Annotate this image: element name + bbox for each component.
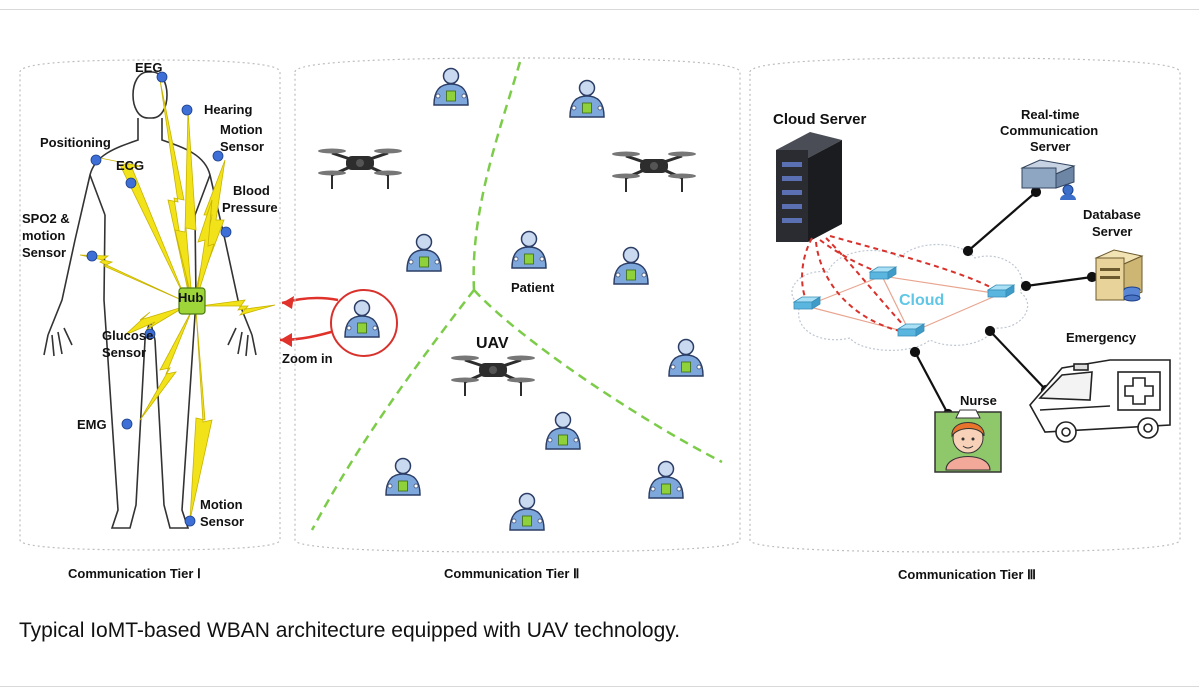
sensor-dots (86, 71, 232, 527)
label-hub: Hub (178, 290, 203, 305)
realtime-server-icon (1020, 159, 1076, 200)
sensor-motion-bottom (184, 515, 196, 527)
tier3-panel (749, 57, 1181, 553)
cloud-shape (791, 243, 1029, 351)
drone-icon (610, 150, 698, 194)
drone-icon (449, 354, 537, 398)
label-cloud-server: Cloud Server (773, 111, 867, 128)
top-rule (0, 9, 1199, 10)
label-uav: UAV (476, 335, 509, 352)
sensor-ecg (125, 177, 137, 189)
sensor-eeg (156, 71, 168, 83)
patient-icon (569, 79, 605, 118)
human-body-outline (43, 71, 257, 529)
label-emergency: Emergency (1066, 330, 1137, 345)
lightning-bolts (79, 79, 276, 521)
cloud-server-icon (776, 132, 842, 242)
label-eeg: EEG (135, 60, 162, 75)
patient-icon (406, 233, 442, 272)
tier2-label: Communication Tier Ⅱ (444, 566, 579, 581)
patient-icon (511, 230, 547, 269)
tier3-label: Communication Tier Ⅲ (898, 567, 1036, 582)
label-hearing: Hearing (204, 102, 252, 117)
ambulance-icon (1029, 359, 1171, 443)
sensor-emg (121, 418, 133, 430)
drone-icon (316, 147, 404, 191)
figure-caption: Typical IoMT-based WBAN architecture equ… (19, 619, 681, 642)
label-blood-pressure-1: Blood (233, 183, 270, 198)
label-rt-server-1: Real-time (1021, 107, 1080, 122)
sensor-blood-pressure (220, 226, 232, 238)
bottom-rule (0, 686, 1199, 687)
sensor-spo2 (86, 250, 98, 262)
label-cloud: Cloud (899, 292, 944, 309)
sensor-glucose (144, 328, 156, 340)
nurse-icon (934, 409, 1002, 473)
label-nurse: Nurse (960, 393, 997, 408)
sensor-motion-top (212, 150, 224, 162)
label-motion-sensor-bottom-1: Motion (200, 497, 243, 512)
patient-icon (509, 492, 545, 531)
label-spo2-2: motion (22, 228, 65, 243)
database-server-icon (1094, 249, 1144, 302)
label-rt-server-3: Server (1030, 139, 1070, 154)
label-spo2-1: SPO2 & (22, 211, 70, 226)
patient-icon (433, 67, 469, 106)
label-patient: Patient (511, 280, 555, 295)
patient-icon (385, 457, 421, 496)
patient-icon (648, 460, 684, 499)
label-zoom-in: Zoom in (282, 351, 333, 366)
tier2-dividers (310, 61, 723, 531)
tier1-panel (19, 59, 281, 551)
patient-icon (613, 246, 649, 285)
architecture-figure: EEG Hearing Motion Sensor Positioning EC… (19, 57, 1181, 582)
label-db-server-2: Server (1092, 224, 1132, 239)
cloud-server-links (801, 235, 997, 333)
tier1-label: Communication Tier Ⅰ (68, 566, 201, 581)
zoom-in-callout (279, 289, 398, 357)
label-glucose-1: Glucose (102, 328, 153, 343)
patient-icons (385, 67, 704, 531)
label-glucose-2: Sensor (102, 345, 146, 360)
label-db-server-1: Database (1083, 207, 1141, 222)
patient-icon (668, 338, 704, 377)
hub-node (178, 287, 206, 315)
label-motion-sensor-top-2: Sensor (220, 139, 264, 154)
label-emg: EMG (77, 417, 107, 432)
label-spo2-3: Sensor (22, 245, 66, 260)
label-rt-server-2: Communication (1000, 123, 1098, 138)
sensor-positioning (90, 154, 102, 166)
label-ecg: ECG (116, 158, 144, 173)
tier2-panel (294, 57, 741, 553)
label-blood-pressure-2: Pressure (222, 200, 278, 215)
sensor-hearing (181, 104, 193, 116)
label-positioning: Positioning (40, 135, 111, 150)
label-motion-sensor-top-1: Motion (220, 122, 263, 137)
patient-icon (545, 411, 581, 450)
label-motion-sensor-bottom-2: Sensor (200, 514, 244, 529)
